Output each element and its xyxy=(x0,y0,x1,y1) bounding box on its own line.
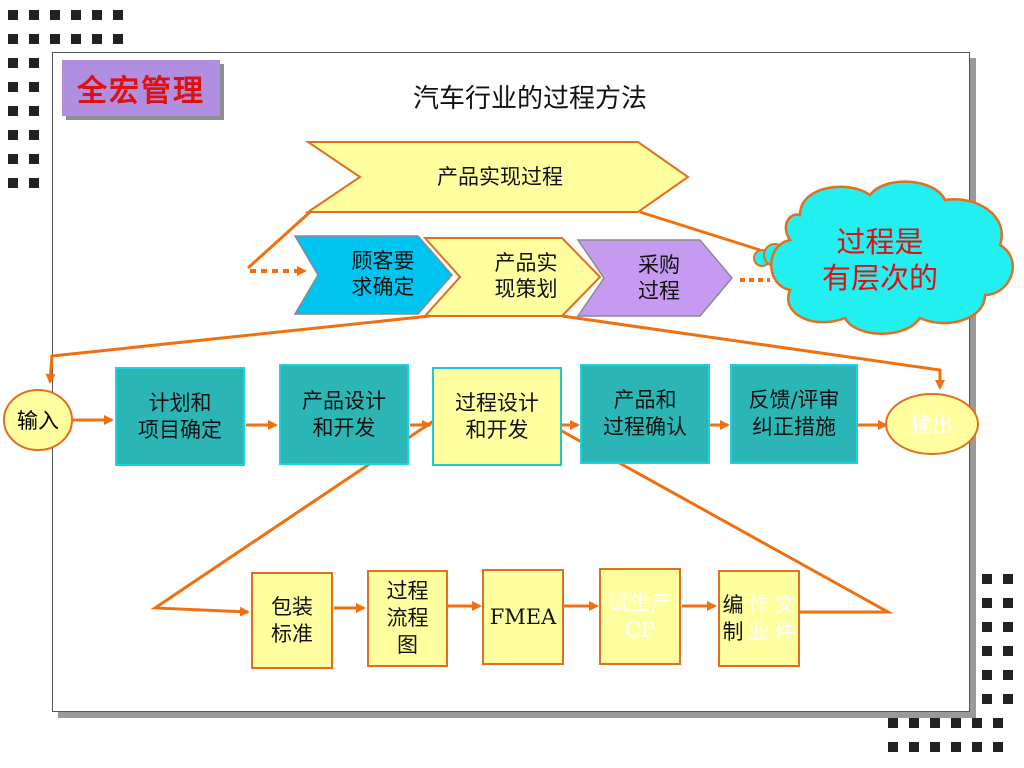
decorative-square xyxy=(50,34,60,44)
decorative-square xyxy=(1003,574,1013,584)
decorative-square xyxy=(29,10,39,20)
decorative-square xyxy=(982,574,992,584)
decorative-square xyxy=(982,598,992,608)
decorative-square xyxy=(113,10,123,20)
output-label: 输出 xyxy=(911,413,953,437)
decorative-square xyxy=(888,742,898,752)
expand-line-left xyxy=(150,418,436,617)
decorative-square xyxy=(951,742,961,752)
decorative-square xyxy=(50,10,60,20)
decorative-square xyxy=(972,742,982,752)
decorative-square xyxy=(930,718,940,728)
chevron-purchase-shape xyxy=(576,239,733,317)
decorative-square xyxy=(8,106,18,116)
connector-to-output xyxy=(561,314,945,390)
connector-to-input xyxy=(45,314,431,384)
chevron-customer-label: 顾客要 求确定 xyxy=(351,249,415,299)
decorative-square xyxy=(888,718,898,728)
decorative-square xyxy=(8,82,18,92)
decorative-square xyxy=(113,34,123,44)
step-feedback: 反馈/评审 纠正措施 xyxy=(730,364,858,464)
zoom-line-top-right xyxy=(639,210,761,252)
decorative-square xyxy=(1003,622,1013,632)
work-docs-line: 编制 xyxy=(722,592,744,644)
decorative-square xyxy=(993,742,1003,752)
decorative-square xyxy=(982,694,992,704)
chevron-customer-shape xyxy=(293,235,453,315)
callout-cloud xyxy=(753,180,1014,335)
decorative-square xyxy=(92,10,102,20)
sub-step-packaging: 包装 标准 xyxy=(251,572,333,669)
brand-logo: 全宏管理 xyxy=(62,60,220,116)
decorative-square xyxy=(1003,694,1013,704)
step-process-design: 过程设计 和开发 xyxy=(432,367,562,466)
decorative-square xyxy=(29,106,39,116)
decorative-square xyxy=(1003,670,1013,680)
decorative-square xyxy=(71,34,81,44)
input-label: 输入 xyxy=(17,409,59,433)
decorative-square xyxy=(8,34,18,44)
page-title: 汽车行业的过程方法 xyxy=(412,84,647,114)
decorative-square xyxy=(982,622,992,632)
decorative-square xyxy=(951,718,961,728)
expand-line-right xyxy=(559,428,894,614)
step-product-design: 产品设计 和开发 xyxy=(279,364,409,465)
decorative-square xyxy=(29,178,39,188)
sub-step-trial: 试生产 CP xyxy=(599,568,681,665)
chevron-planning-label: 产品实 现策划 xyxy=(494,251,558,301)
decorative-square xyxy=(8,178,18,188)
decorative-square xyxy=(29,58,39,68)
zoom-line-top-left xyxy=(246,210,312,270)
sub-step-work-docs: 编制作业文件 xyxy=(718,570,800,667)
decorative-square xyxy=(8,130,18,140)
top-chevron-shape xyxy=(304,141,690,213)
decorative-square xyxy=(29,82,39,92)
decorative-square xyxy=(29,34,39,44)
top-chevron-label: 产品实现过程 xyxy=(437,165,563,189)
decorative-square xyxy=(972,718,982,728)
decorative-square xyxy=(8,58,18,68)
decorative-square xyxy=(29,130,39,140)
decorative-square xyxy=(8,154,18,164)
decorative-square xyxy=(930,742,940,752)
work-docs-line: 作业 xyxy=(748,592,770,644)
sub-step-flowchart: 过程 流程 图 xyxy=(367,570,448,667)
decorative-square xyxy=(909,718,919,728)
decorative-square xyxy=(982,646,992,656)
callout-text: 过程是 有层次的 xyxy=(821,225,938,295)
decorative-square xyxy=(909,742,919,752)
decorative-square xyxy=(982,670,992,680)
output-oval-shape xyxy=(885,393,979,455)
step-validation: 产品和 过程确认 xyxy=(580,364,710,464)
step-plan: 计划和 项目确定 xyxy=(115,367,245,466)
decorative-square xyxy=(1003,646,1013,656)
sub-step-fmea: FMEA xyxy=(482,569,564,665)
chevron-purchase-label: 采购 过程 xyxy=(638,253,680,303)
decorative-square xyxy=(993,718,1003,728)
decorative-square xyxy=(8,10,18,20)
decorative-square xyxy=(29,154,39,164)
decorative-square xyxy=(1003,598,1013,608)
decorative-square xyxy=(71,10,81,20)
decorative-square xyxy=(92,34,102,44)
work-docs-line: 文件 xyxy=(774,592,796,644)
input-oval-shape xyxy=(3,389,73,451)
